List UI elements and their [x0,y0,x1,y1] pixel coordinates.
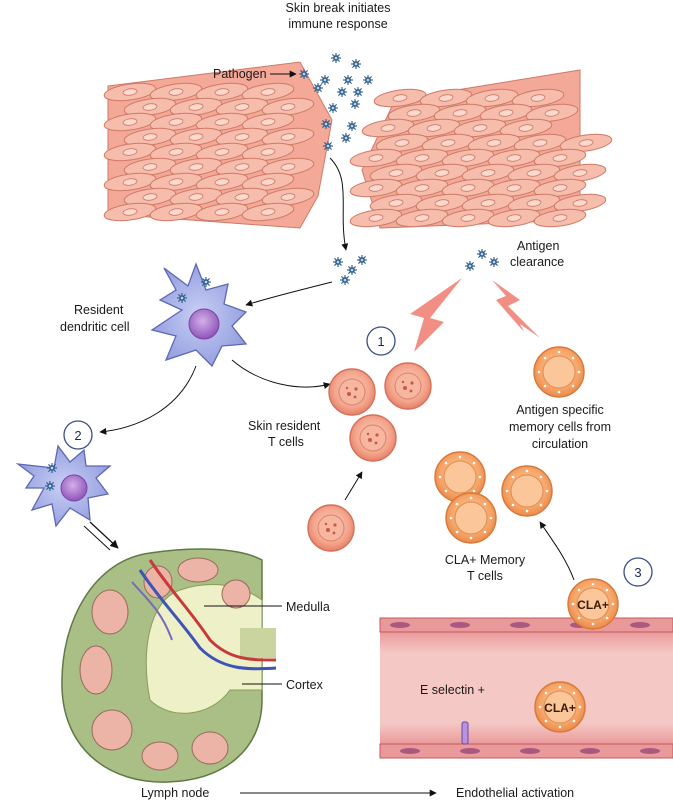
dendritic-to-lymph-arrow [89,521,119,549]
cla-cell-top: CLA+ [567,578,619,630]
dendritic-to-step2-arrow [99,365,197,435]
title-line-2: immune response [288,17,387,31]
lymph-node [61,548,277,783]
pathogen-descent-arrow [329,157,349,251]
lightning-bolt-left [410,278,462,352]
dendritic-label-line-2: dendritic cell [60,320,129,334]
svg-text:1: 1 [377,334,384,349]
medulla-label: Medulla [286,600,330,614]
lightning-bolt-right [492,280,540,338]
migrating-dendritic-cell [15,444,112,528]
memory-label-line-1: Antigen specific [516,403,604,417]
pathogen-cluster-below [332,254,368,286]
pathogen-label: Pathogen [213,67,267,81]
memory-label-line-2: memory cells from [509,420,611,434]
step-1-badge: 1 [366,326,396,356]
cla-memory-label-line-2: T cells [467,569,503,583]
skin-resident-t-cells [328,362,432,462]
title-line-1: Skin break initiates [286,1,391,15]
dendritic-to-tcells-arrow [231,359,331,390]
e-selectin-label: E selectin + [420,683,485,697]
skin-resident-label-line-2: T cells [268,435,304,449]
dendritic-label-line-1: Resident [74,303,124,317]
step-3-badge: 3 [623,557,653,587]
skin-tissue-right [348,69,614,231]
svg-text:2: 2 [74,428,81,443]
skin-resident-label-line-1: Skin resident [248,419,321,433]
cortex-label: Cortex [286,678,324,692]
endothelial-label: Endothelial activation [456,786,574,800]
skin-tissue-left [102,61,333,229]
dendritic-to-lymph-arrow-second-line [83,525,111,551]
cla-up-arrow [539,521,575,581]
svg-text:3: 3 [634,565,641,580]
memory-label-line-3: circulation [532,437,588,451]
svg-text:CLA+: CLA+ [544,701,576,715]
resident-dendritic-cell [150,262,248,368]
antigen-label-line-2: clearance [510,255,564,269]
e-selectin-marker [461,721,469,745]
antigen-label-line-1: Antigen [517,239,559,253]
cla-memory-label-line-1: CLA+ Memory [445,553,526,567]
blood-vessel [379,617,673,759]
cla-cell-vessel: CLA+ [534,681,586,733]
cla-memory-t-cells [434,451,553,544]
step-2-badge: 2 [63,420,93,450]
to-dendritic-arrow [245,281,333,307]
svg-text:CLA+: CLA+ [577,598,609,612]
antigen-specific-memory-cell [533,346,585,398]
pathogen-cluster-antigen [464,248,500,272]
tcell-up-arrow [344,471,363,501]
lymph-node-label: Lymph node [141,786,209,800]
naive-t-cell [307,504,355,552]
